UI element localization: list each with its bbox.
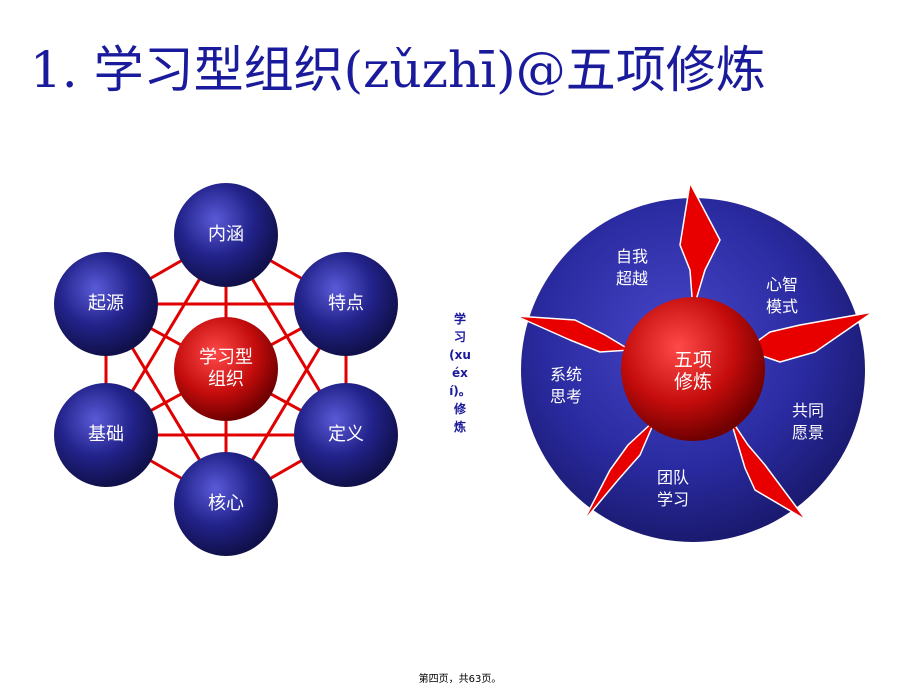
node-label-upper-left: 起源 <box>88 293 124 314</box>
segment-label-shared-vision: 共同 愿景 <box>791 401 825 442</box>
segment-label-self-mastery: 自我 超越 <box>615 247 649 288</box>
segment-label-systems-thinking: 系统 思考 <box>549 365 583 406</box>
page-title: 1. 学习型组织(zǔzhī)@五项修炼 <box>30 41 766 99</box>
node-lower-left-circle <box>54 383 158 487</box>
node-lower-right-circle <box>294 383 398 487</box>
five-disciplines-center-label: 五项 修炼 <box>673 349 713 393</box>
vertical-note: 学习(xuéxí)。修炼 <box>449 312 471 434</box>
node-label-upper-right: 特点 <box>328 293 364 314</box>
center-node-label: 学习型 组织 <box>199 347 253 390</box>
node-label-top: 内涵 <box>208 224 244 245</box>
node-upper-left-circle <box>54 252 158 356</box>
segment-label-team-learning: 团队 学习 <box>656 468 690 509</box>
node-bottom-circle <box>174 452 278 556</box>
node-upper-right-circle <box>294 252 398 356</box>
node-label-bottom: 核心 <box>208 493 244 514</box>
node-label-lower-right: 定义 <box>328 424 364 445</box>
center-node-circle <box>174 317 278 421</box>
page-footer: 第四页，共63页。 <box>418 674 502 685</box>
segment-label-mental-models: 心智 模式 <box>765 275 799 316</box>
node-label-lower-left: 基础 <box>88 424 124 445</box>
node-top-circle <box>174 183 278 287</box>
arrow-spikes <box>515 182 874 523</box>
five-disciplines-center-circle <box>621 297 765 441</box>
